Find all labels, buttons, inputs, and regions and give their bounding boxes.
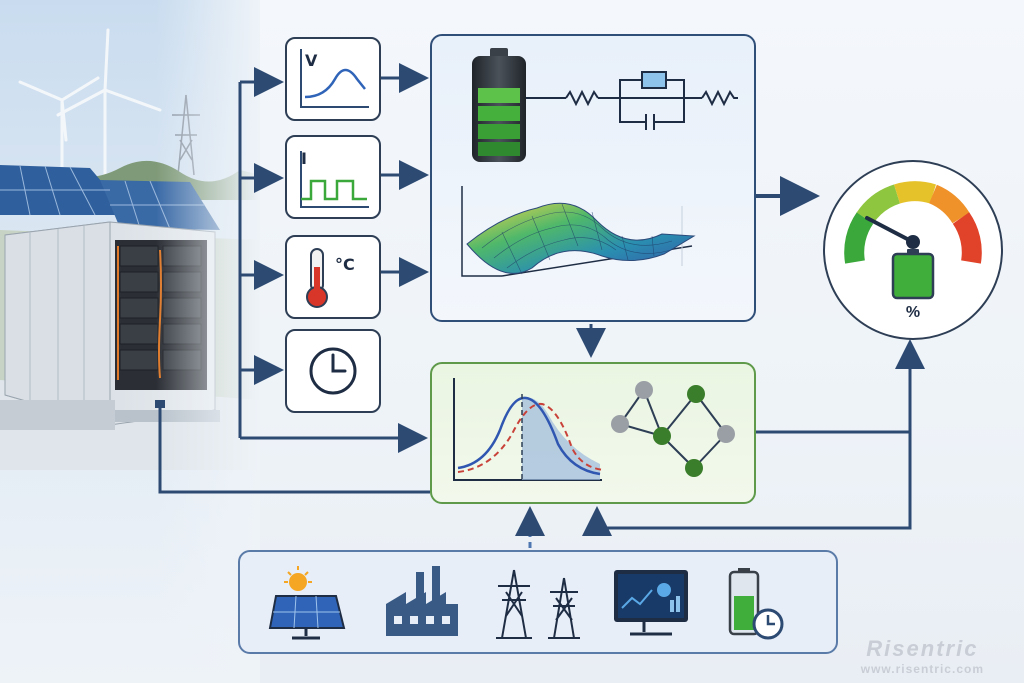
battery-model-panel bbox=[430, 34, 756, 322]
estimator-illustration bbox=[453, 378, 735, 481]
time-sensor-box bbox=[285, 329, 381, 413]
solar-panel-icon bbox=[268, 566, 346, 640]
monitoring-dashboard-icon bbox=[614, 570, 688, 636]
clock-icon bbox=[309, 347, 357, 395]
state-gauge-icon bbox=[844, 181, 982, 300]
estimator-panel bbox=[430, 362, 756, 504]
arrow-estimator-to-container bbox=[158, 402, 430, 494]
transmission-tower-icon bbox=[496, 569, 580, 639]
voltage-label: V bbox=[305, 51, 318, 70]
watermark-brand: Risentric bbox=[866, 636, 979, 661]
current-sensor-box: I bbox=[285, 135, 381, 219]
voltage-curve-icon bbox=[300, 49, 369, 108]
current-pulse-icon bbox=[300, 151, 369, 208]
battery-clock-icon bbox=[728, 568, 784, 640]
battery-model-illustration bbox=[461, 48, 738, 277]
watermark-url: www.risentric.com bbox=[860, 662, 984, 676]
voltage-sensor-box: V bbox=[285, 37, 381, 121]
factory-icon bbox=[386, 566, 458, 636]
watermark: Risentric www.risentric.com bbox=[861, 636, 984, 676]
equivalent-circuit-icon bbox=[526, 71, 738, 130]
surface-plot-icon bbox=[461, 186, 696, 277]
arrow-estimator-to-gauge bbox=[755, 339, 925, 434]
temperature-label: °C bbox=[335, 255, 355, 274]
state-gauge: % bbox=[823, 160, 1003, 340]
thermometer-icon bbox=[306, 248, 328, 308]
background-scene bbox=[0, 0, 260, 683]
graph-network-icon bbox=[611, 381, 735, 477]
sources-illustration bbox=[268, 566, 784, 640]
arrow-gauge-feedback bbox=[582, 432, 912, 536]
current-label: I bbox=[301, 149, 307, 168]
battery-icon bbox=[472, 48, 526, 162]
temperature-sensor-box: °C bbox=[285, 235, 381, 319]
sources-panel bbox=[238, 550, 838, 654]
gauge-percent-label: % bbox=[905, 304, 921, 321]
distribution-plot-icon bbox=[453, 378, 605, 481]
